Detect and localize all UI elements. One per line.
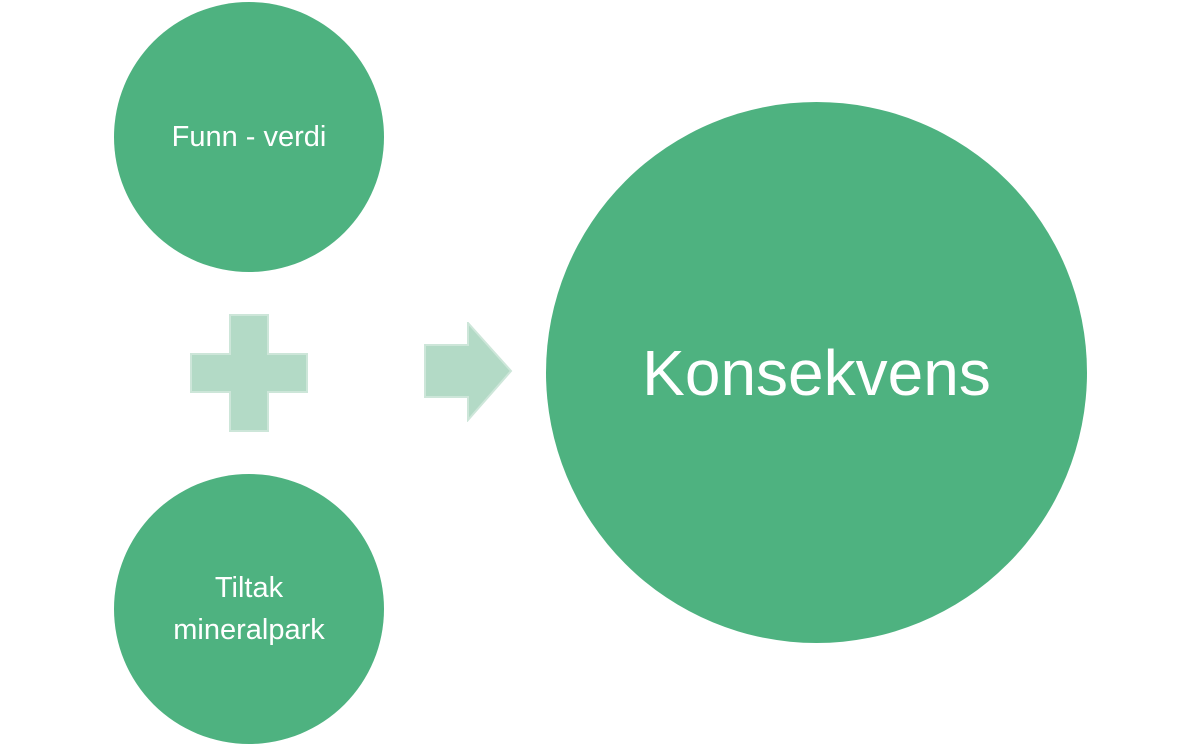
input-circle-funn-verdi: Funn - verdi — [114, 2, 384, 272]
result-circle-konsekvens: Konsekvens — [546, 102, 1087, 643]
result-label-konsekvens: Konsekvens — [642, 336, 991, 409]
arrow-right-icon — [424, 322, 513, 422]
input-circle-tiltak-mineralpark: Tiltak mineralpark — [114, 474, 384, 744]
input-label-tiltak-mineralpark: Tiltak mineralpark — [173, 572, 325, 646]
plus-icon — [190, 314, 308, 432]
input-label-funn-verdi: Funn - verdi — [171, 121, 327, 153]
